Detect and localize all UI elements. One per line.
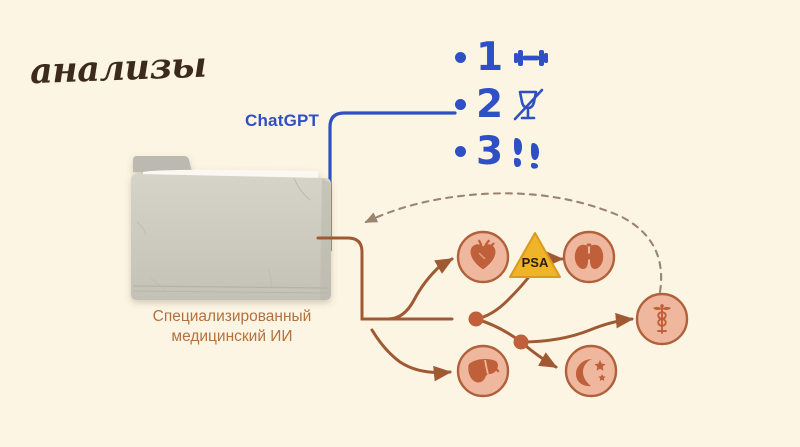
liver-icon [468,359,500,383]
caduceus-icon [653,304,671,334]
warning-triangle-icon [509,232,561,278]
chatgpt-recommendation-list: 1 2 [455,34,655,175]
list-item-number: 3 [476,129,503,174]
bullet-icon [455,146,466,157]
chatgpt-connector [328,111,457,252]
folder-graphic[interactable] [131,156,331,300]
bullet-icon [455,52,466,63]
feedback-dashed-arrow [364,192,663,294]
list-item-number: 2 [476,82,503,127]
junction-node-2 [513,334,529,350]
folder-handwritten-label: анализы [29,44,208,93]
dumbbell-icon [512,46,550,70]
thyroid-node[interactable] [562,230,616,284]
moon-stars-icon [576,359,606,387]
folder-caption-line-1: Специализированный [152,308,312,325]
liver-node[interactable] [456,344,510,398]
no-alcohol-icon [512,87,546,123]
list-item[interactable]: 3 [455,128,655,175]
thyroid-icon [574,243,604,270]
folder-caption-line-2: медицинский ИИ [171,328,293,345]
heart-node[interactable] [456,230,510,284]
folder-caption: Специализированный медицинский ИИ [118,307,346,347]
heart-icon [470,239,496,270]
list-item[interactable]: 2 [455,81,655,128]
junction-dots [468,311,529,350]
chatgpt-label: ChatGPT [245,111,320,130]
psa-node[interactable] [509,232,561,278]
list-item[interactable]: 1 [455,34,655,81]
caduceus-node[interactable] [635,292,689,346]
footprints-icon [512,135,542,169]
list-item-number: 1 [476,35,503,80]
sleep-node[interactable] [564,344,618,398]
psa-node-label: PSA [521,255,549,270]
bullet-icon [455,99,466,110]
junction-node-1 [468,311,484,327]
